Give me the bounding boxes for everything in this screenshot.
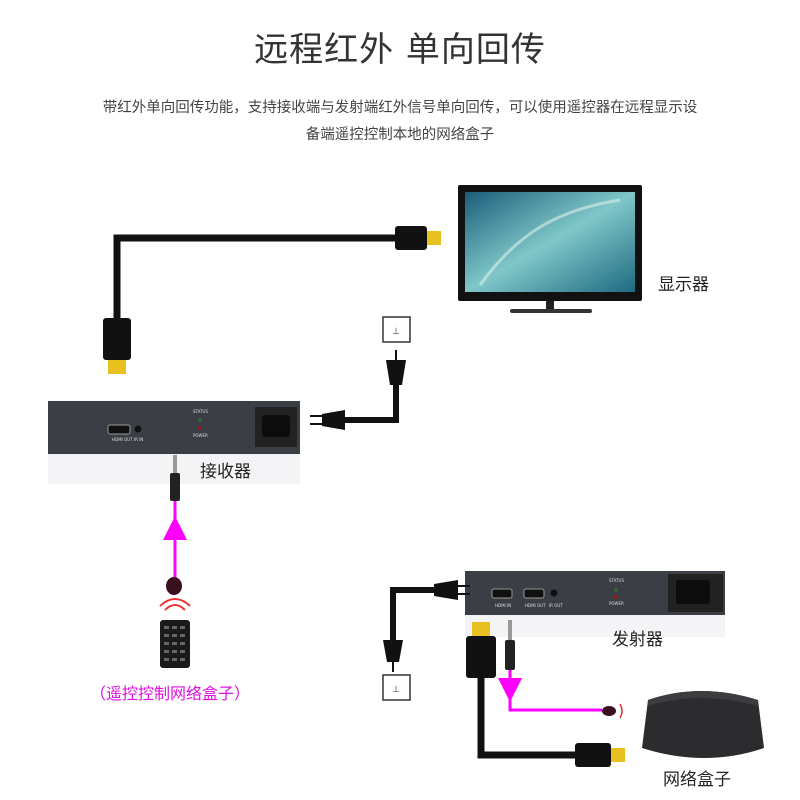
description-line-2: 备端遥控控制本地的网络盒子: [305, 127, 495, 143]
page-title: 远程红外 单向回传: [254, 30, 546, 70]
remote-control: [159, 598, 191, 668]
transmitter-status-label: STATUS: [609, 578, 624, 583]
transmitter-hdmi-out-label: HDMI OUT: [525, 603, 546, 608]
power-socket-transmitter: ⊥: [382, 674, 411, 701]
svg-text:⊥: ⊥: [392, 685, 400, 695]
transmitter-ir-out-label: IR OUT: [549, 603, 563, 608]
display-label: 显示器: [658, 275, 709, 295]
network-box-label: 网络盒子: [663, 770, 731, 790]
receiver-label: 接收器: [200, 462, 251, 482]
remote-label: （遥控控制网络盒子）: [90, 684, 251, 703]
transmitter-power-label: POWER: [609, 601, 624, 606]
ir-receiver-cable: [163, 455, 187, 595]
ir-emitter-cable: [498, 620, 623, 719]
hdmi-cable-transmitter: [466, 622, 625, 767]
power-socket-receiver: ⊥: [382, 316, 411, 343]
transmitter-device: HDMI IN HDMI OUT IR OUT STATUS POWER: [465, 571, 725, 637]
power-cable-receiver: [310, 350, 406, 430]
power-cable-transmitter: [383, 580, 470, 672]
svg-text:⊥: ⊥: [392, 327, 400, 337]
hdmi-cable-receiver: [103, 226, 441, 374]
receiver-ir-in-label: IR IN: [134, 437, 143, 442]
receiver-hdmi-out-label: HDMI OUT: [112, 437, 133, 442]
receiver-power-label: POWER: [193, 433, 208, 438]
transmitter-hdmi-in-label: HDMI IN: [495, 603, 511, 608]
network-box: [642, 691, 764, 758]
description-line-1: 带红外单向回传功能，支持接收端与发射端红外信号单向回传，可以使用遥控器在远程显示…: [102, 100, 698, 116]
transmitter-label: 发射器: [612, 630, 663, 650]
receiver-status-label: STATUS: [193, 409, 208, 414]
tv-display: [458, 185, 642, 313]
